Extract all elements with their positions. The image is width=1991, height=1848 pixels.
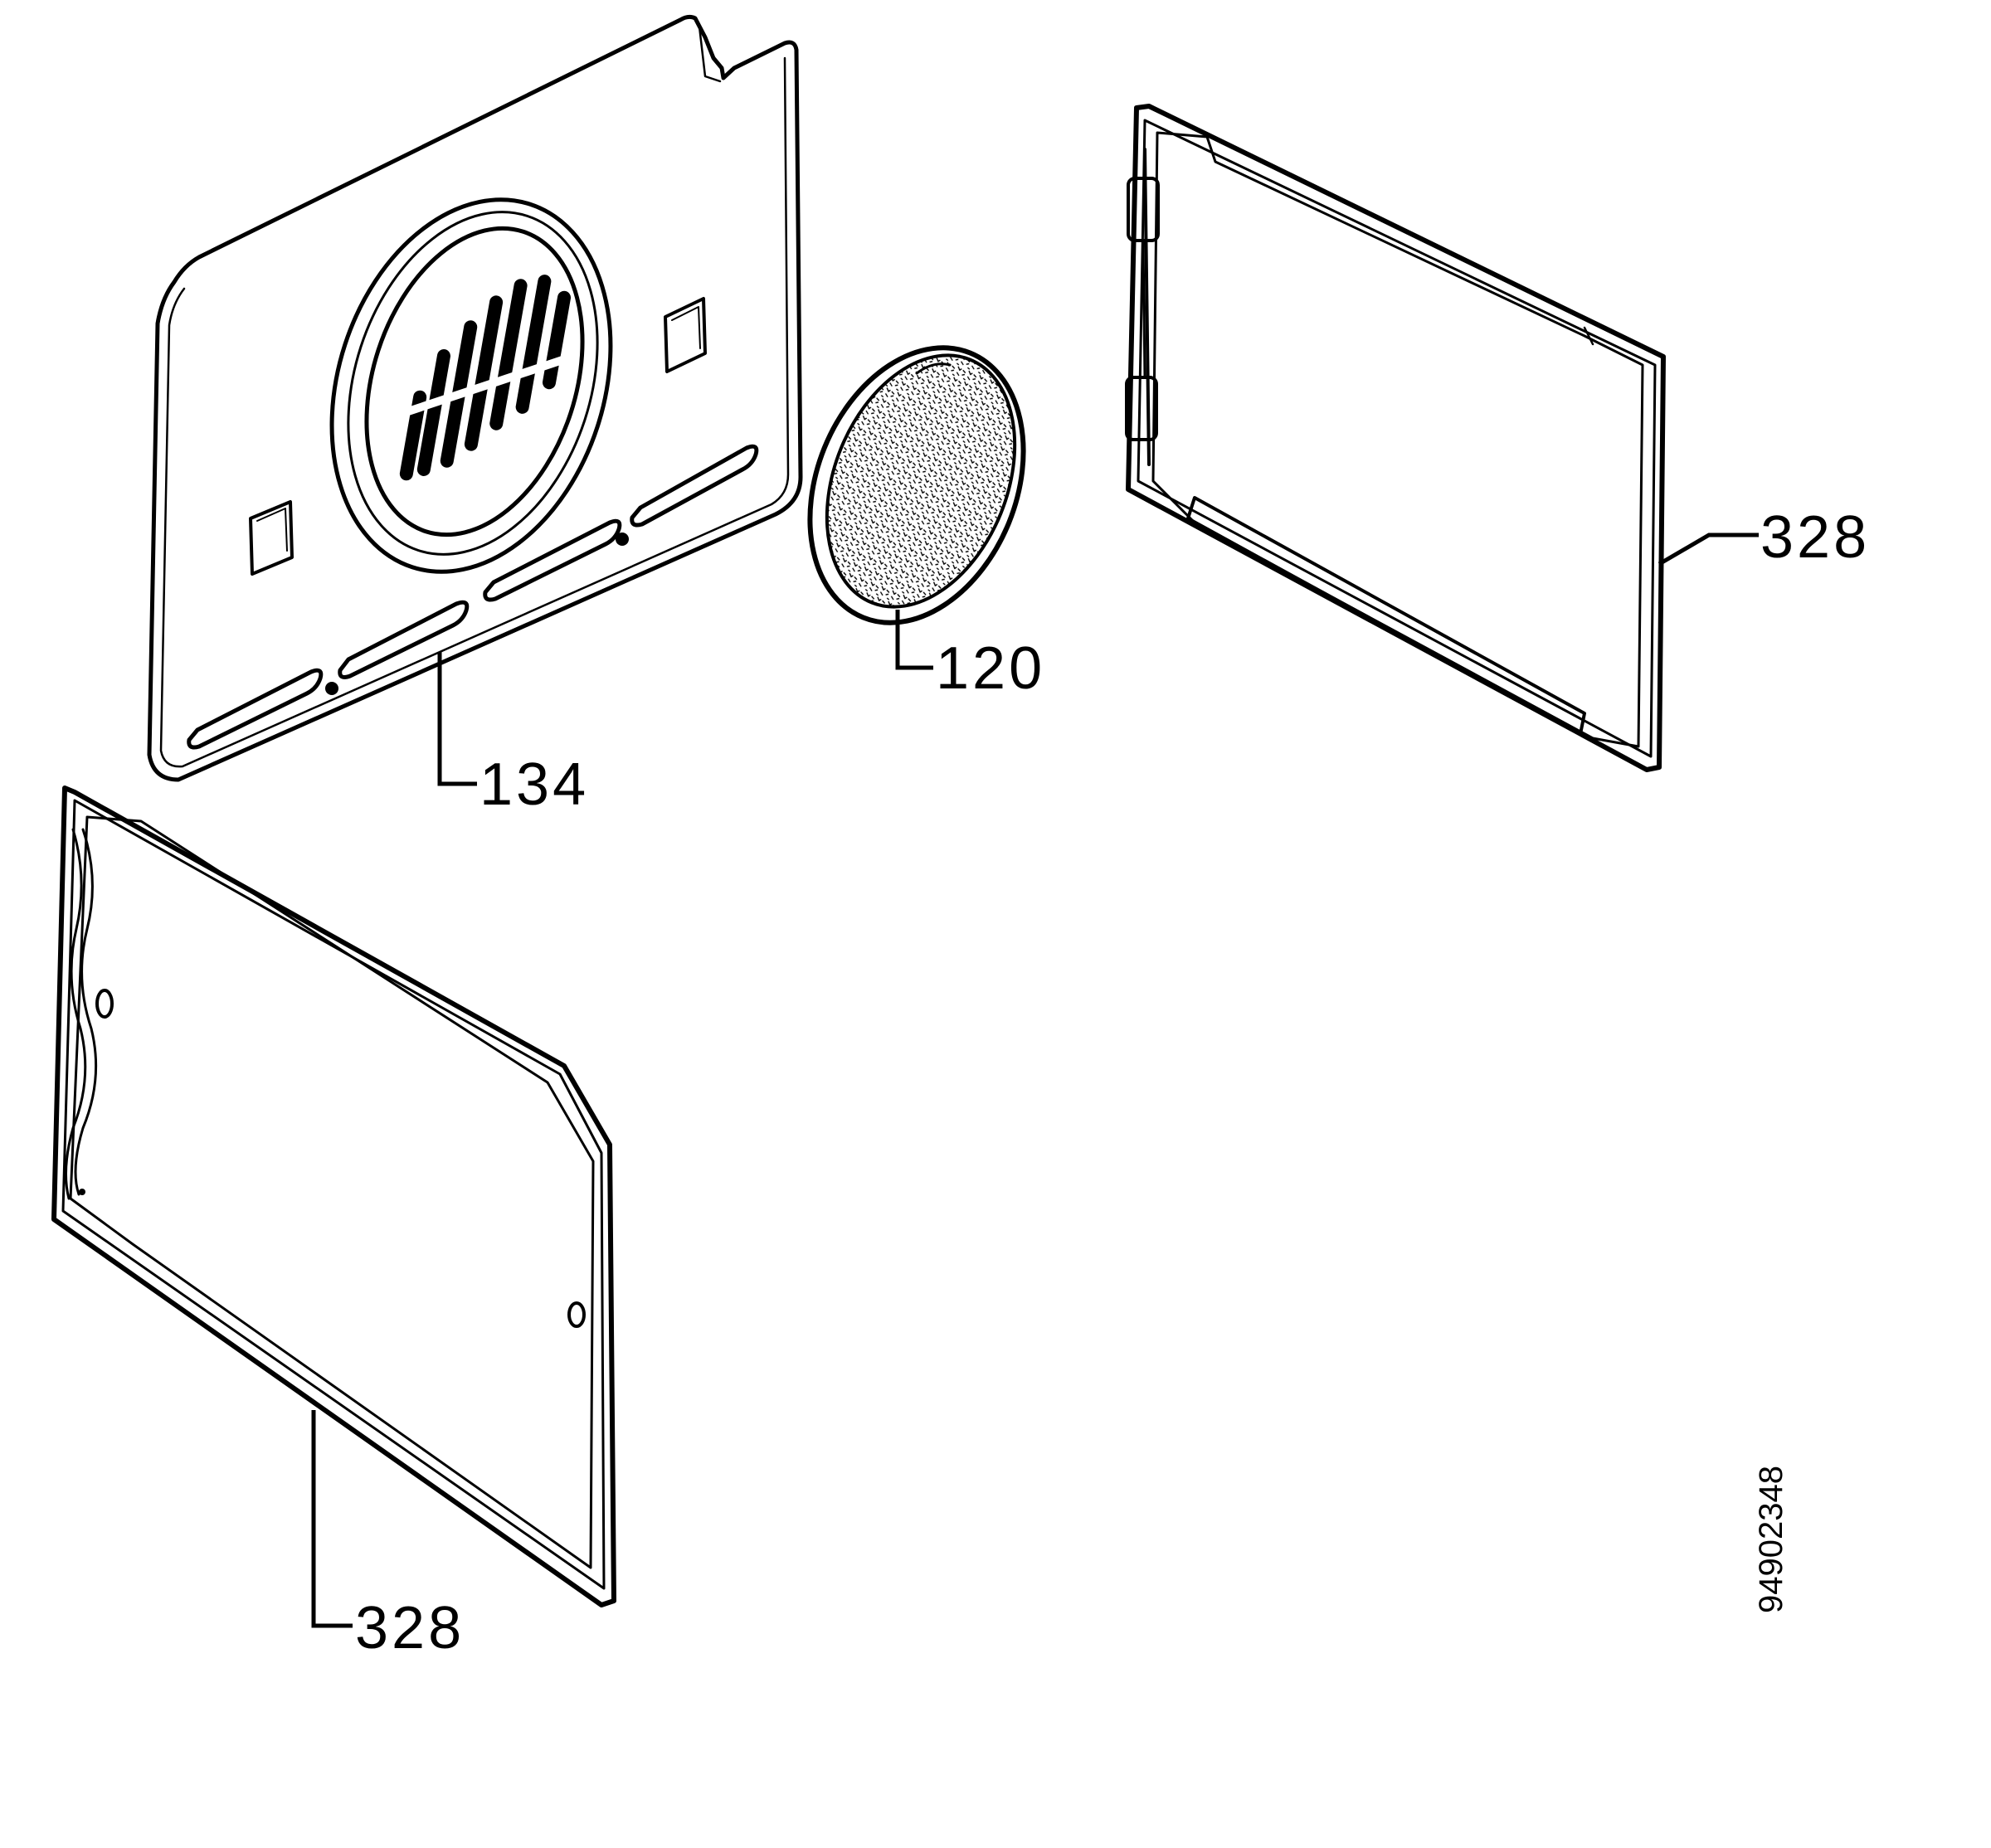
leader-120 (895, 610, 933, 670)
vent-slots (187, 444, 759, 750)
callout-328-left: 328 (355, 1595, 465, 1661)
rear-panel-part (147, 14, 803, 782)
callout-134: 134 (479, 751, 589, 818)
leader-328-right (1658, 533, 1759, 567)
callout-120: 120 (936, 635, 1045, 702)
seal-left-part (51, 785, 616, 1607)
leader-328-left (311, 1410, 353, 1628)
drawing-number: 94902348 (1753, 1466, 1789, 1613)
fan-opening (329, 197, 613, 574)
fan-grille (399, 275, 572, 481)
filter-part (807, 345, 1026, 625)
seal-right-part (1125, 104, 1666, 772)
mounting-hole-right (664, 297, 707, 373)
leader-134 (437, 652, 477, 786)
mounting-hole-left (249, 500, 294, 576)
callout-328-right: 328 (1760, 504, 1870, 571)
